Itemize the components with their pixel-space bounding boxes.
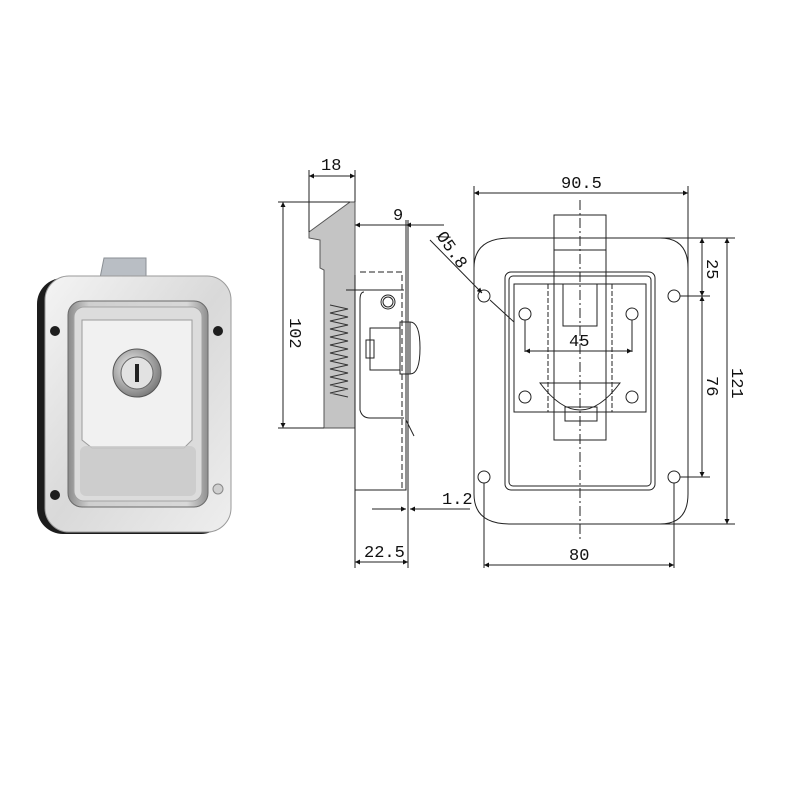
dim-overall-height: 121 xyxy=(726,368,745,399)
dim-hole-diameter: Ø5.8 xyxy=(431,229,470,273)
dim-inner-hole-spacing: 45 xyxy=(569,333,589,352)
dim-hole-spacing-y: 76 xyxy=(701,376,720,396)
dim-hole-spacing-x: 80 xyxy=(569,547,589,566)
dim-overall-width: 90.5 xyxy=(561,175,602,194)
dim-top-width: 18 xyxy=(321,157,341,176)
dim-side-height: 102 xyxy=(284,318,303,349)
dim-latch-offset: 9 xyxy=(393,207,403,226)
dim-plate-thickness: 1.2 xyxy=(442,491,473,510)
dim-depth: 22.5 xyxy=(364,544,405,563)
dim-top-to-hole: 25 xyxy=(701,259,720,279)
